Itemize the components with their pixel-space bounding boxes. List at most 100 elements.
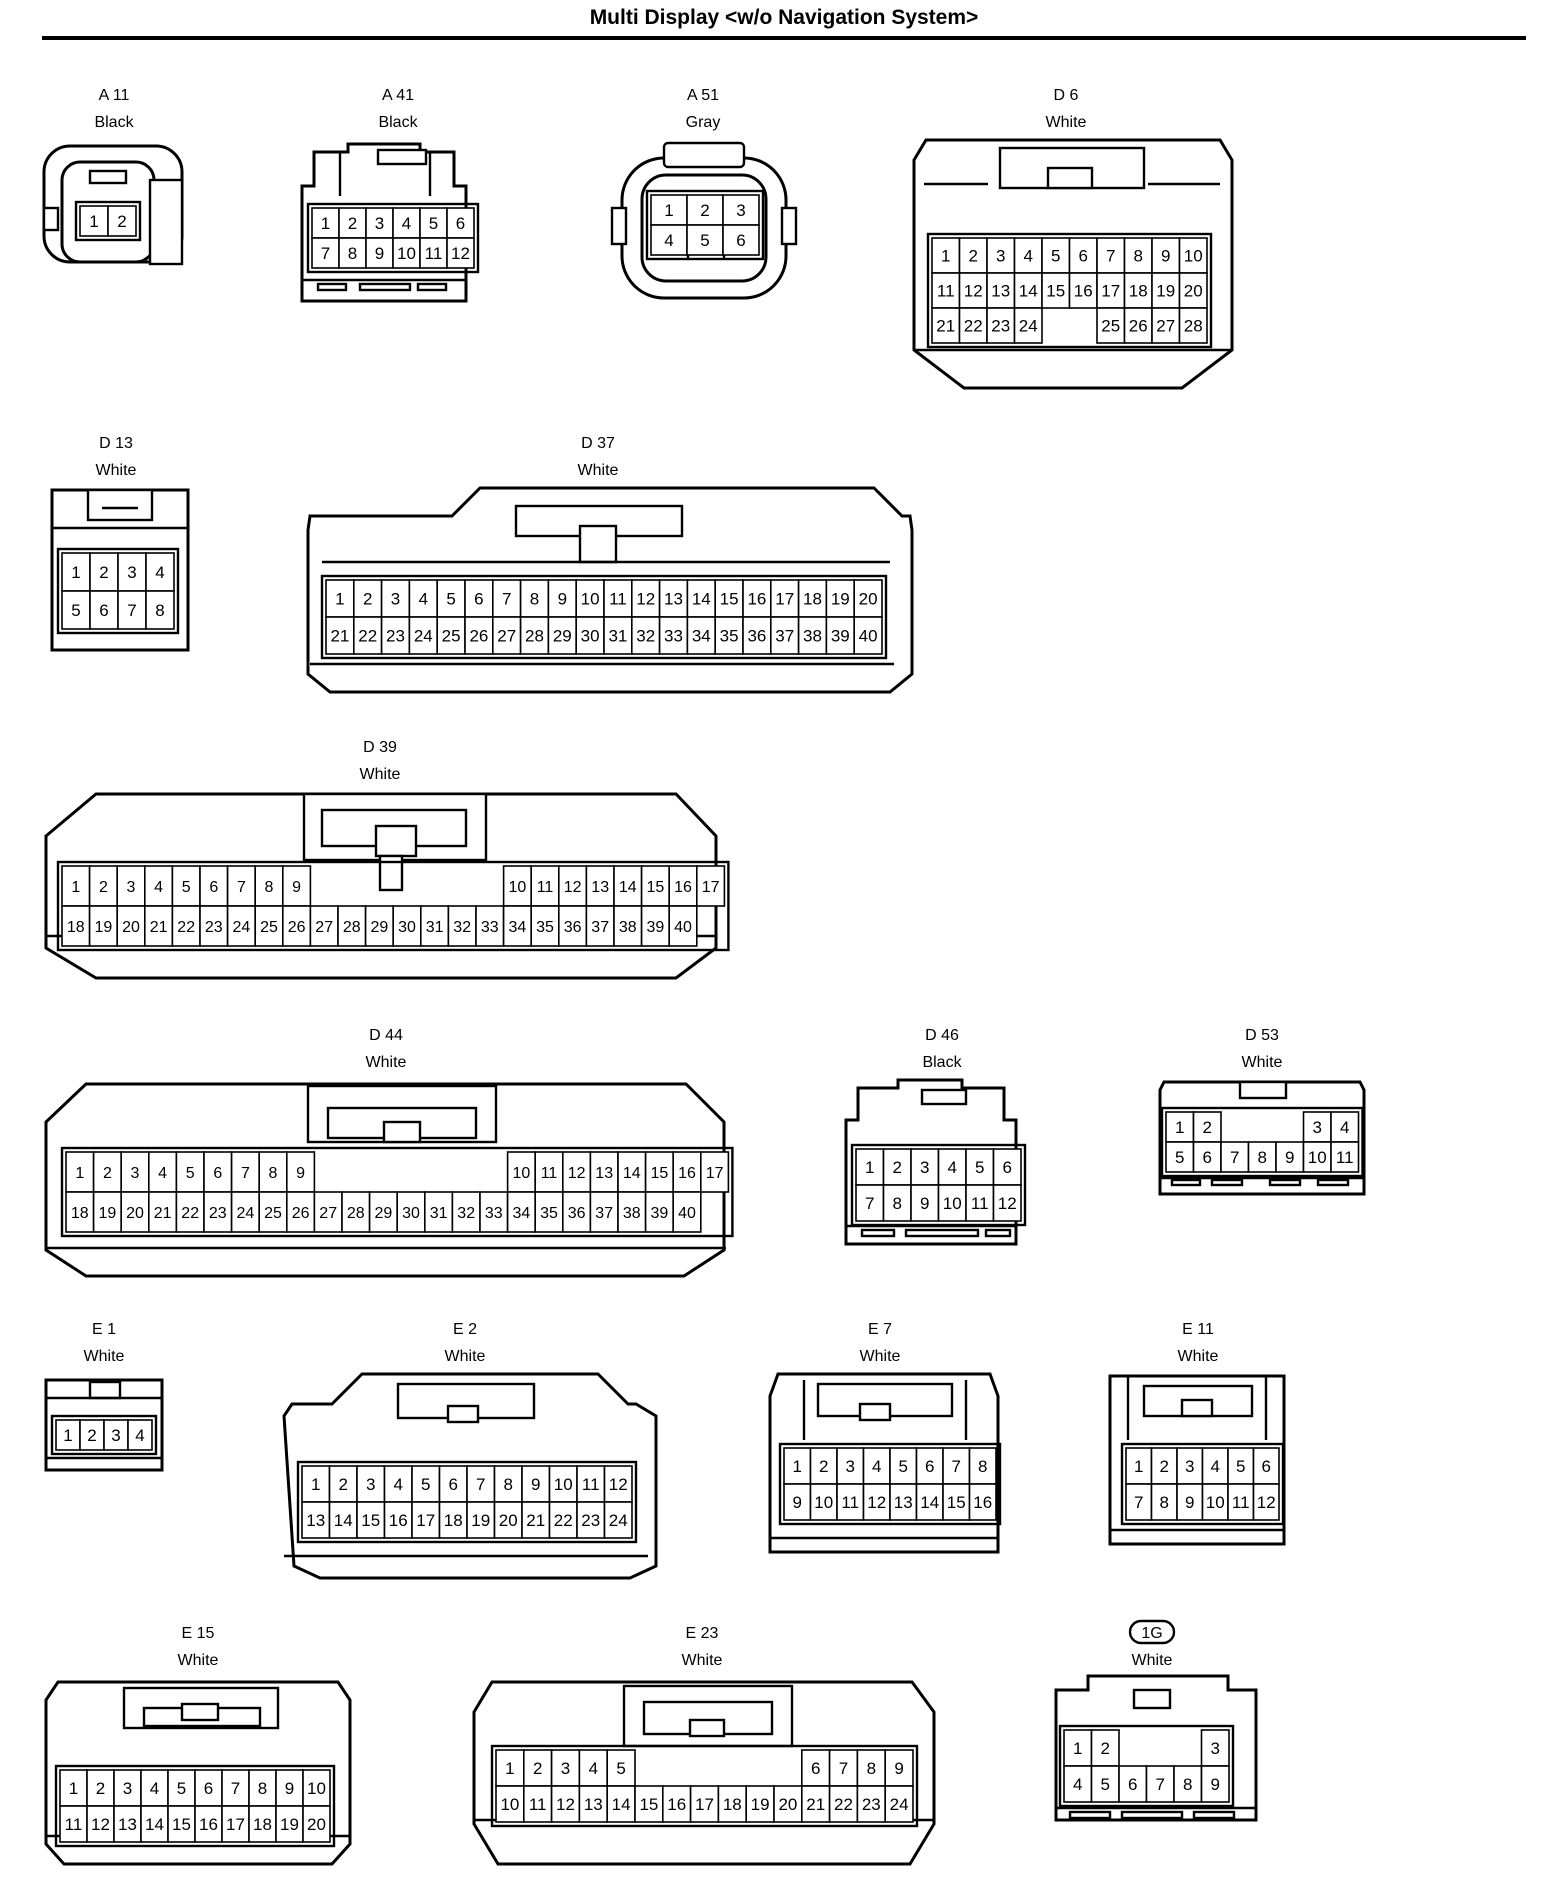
pin-number: 10 — [1206, 1493, 1225, 1512]
housing-detail — [920, 1088, 968, 1106]
pin-number: 17 — [1101, 282, 1120, 301]
pin-number: 6 — [204, 1779, 213, 1798]
pin-number: 10 — [307, 1779, 326, 1798]
pin-cell — [65, 1191, 95, 1233]
pin-number: 3 — [127, 563, 136, 582]
pin-number: 31 — [430, 1205, 448, 1222]
pin-number: 15 — [647, 879, 665, 896]
pin-number: 16 — [389, 1511, 408, 1530]
title-rule — [42, 36, 1526, 40]
pin-number: 32 — [457, 1205, 475, 1222]
pin-cell — [521, 1465, 551, 1503]
pin-number: 1 — [941, 247, 950, 266]
pin-number: 1 — [71, 563, 80, 582]
pin-number: 18 — [803, 590, 822, 609]
pin-number: 16 — [1074, 282, 1093, 301]
connector-id: E 1 — [92, 1321, 116, 1338]
pin-number: 7 — [231, 1779, 240, 1798]
housing-detail — [1192, 1810, 1236, 1820]
pin-number: 1 — [335, 590, 344, 609]
pin-number: 8 — [978, 1457, 987, 1476]
connector-id: D 37 — [581, 435, 615, 452]
pin-number: 24 — [1019, 317, 1038, 336]
pin-number: 32 — [636, 627, 655, 646]
pin-number: 38 — [619, 919, 637, 936]
pin-cell — [773, 1785, 803, 1823]
pin-number: 4 — [394, 1475, 403, 1494]
pin-cell — [606, 1785, 636, 1823]
pin-number: 2 — [117, 212, 126, 231]
pin-cell — [882, 1148, 912, 1186]
connector-color: White — [360, 766, 401, 783]
pin-number: 8 — [1160, 1493, 1169, 1512]
pin-number: 27 — [1156, 317, 1175, 336]
pin-number: 37 — [595, 1205, 613, 1222]
pin-cell — [1125, 1483, 1153, 1521]
pin-number: 7 — [321, 244, 330, 263]
pin-number: 1 — [865, 1158, 874, 1177]
connector-id: 1G — [1141, 1625, 1162, 1642]
housing-detail — [1046, 166, 1094, 190]
pin-number: 5 — [186, 1165, 195, 1182]
pin-cell — [965, 1184, 995, 1222]
pin-cell — [466, 1465, 496, 1503]
pin-number: 2 — [893, 1158, 902, 1177]
pin-cell — [668, 905, 698, 947]
pin-number: 8 — [1134, 247, 1143, 266]
pin-cell — [309, 905, 339, 947]
housing-detail — [86, 488, 154, 522]
pin-cell — [301, 1465, 331, 1503]
pin-cell — [411, 1501, 441, 1539]
pin-number: 16 — [674, 879, 692, 896]
pin-cell — [534, 1191, 564, 1233]
pin-number: 20 — [499, 1511, 518, 1530]
pin-number: 20 — [778, 1795, 797, 1814]
connector-id: D 44 — [369, 1027, 403, 1044]
pin-number: 5 — [1101, 1775, 1110, 1794]
pin-cell — [606, 1749, 636, 1787]
connector-color: White — [1046, 114, 1087, 131]
pin-cell — [578, 1785, 609, 1823]
pin-frame — [306, 202, 480, 274]
pin-cell — [383, 1501, 413, 1539]
pin-number: 4 — [1024, 247, 1033, 266]
pin-cell — [1227, 1483, 1255, 1521]
connector-id: E 23 — [686, 1625, 719, 1642]
housing-detail — [416, 282, 448, 292]
pin-number: 12 — [568, 1165, 586, 1182]
housing-detail — [148, 178, 184, 266]
pin-number: 9 — [285, 1779, 294, 1798]
pin-number: 1 — [1073, 1739, 1082, 1758]
pin-number: 6 — [474, 590, 483, 609]
pin-number: 8 — [893, 1194, 902, 1213]
pin-cell — [1068, 272, 1098, 309]
pin-number: 24 — [414, 627, 433, 646]
pin-number: 35 — [540, 1205, 558, 1222]
pin-number: 7 — [839, 1759, 848, 1778]
pin-frame — [490, 1744, 919, 1828]
pin-number: 14 — [612, 1795, 631, 1814]
connector-color: White — [1178, 1348, 1219, 1365]
pin-number: 17 — [695, 1795, 714, 1814]
pin-number: 21 — [154, 1205, 172, 1222]
connector-color: Black — [378, 114, 418, 131]
pin-cell — [1145, 1765, 1175, 1803]
pin-number: 10 — [554, 1475, 573, 1494]
pin-number: 29 — [371, 919, 389, 936]
pin-number: 37 — [775, 627, 794, 646]
pin-number: 16 — [747, 590, 766, 609]
pin-cell — [862, 1447, 891, 1485]
pin-cell — [285, 1191, 316, 1233]
pin-number: 11 — [541, 1165, 558, 1182]
pin-number: 9 — [920, 1194, 929, 1213]
pin-number: 18 — [253, 1815, 272, 1834]
pin-number: 23 — [209, 1205, 227, 1222]
pin-cell — [65, 1151, 95, 1193]
connector-id: D 46 — [925, 1027, 959, 1044]
pin-number: 20 — [859, 590, 878, 609]
pin-number: 2 — [87, 1426, 96, 1445]
pin-cell — [1201, 1447, 1229, 1485]
